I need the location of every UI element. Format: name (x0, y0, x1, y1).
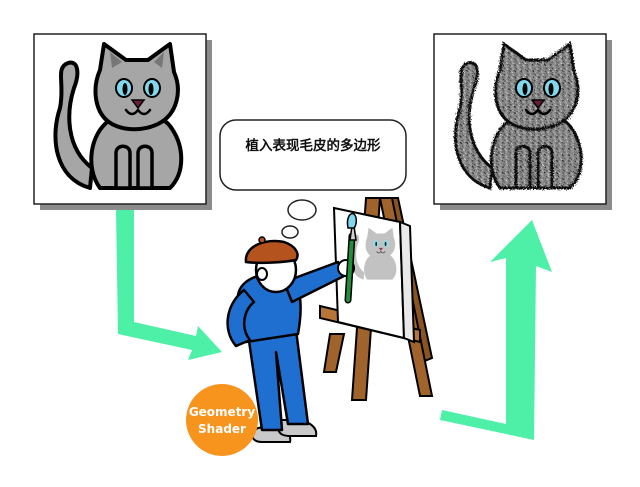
badge-line1: Geometry (189, 405, 256, 419)
output-arrow (440, 220, 552, 440)
painter-icon (226, 236, 355, 443)
thought-bubble: 植入表现毛皮的多边形 (219, 119, 407, 239)
geometry-shader-badge: Geometry Shader (186, 384, 258, 456)
badge-line2: Shader (198, 422, 246, 436)
cat-flat-icon (53, 42, 184, 190)
cat-fur-icon (453, 41, 583, 190)
input-arrow (116, 210, 222, 360)
paintbrush-icon (344, 212, 358, 304)
thought-bubble-text: 植入表现毛皮的多边形 (245, 137, 381, 154)
